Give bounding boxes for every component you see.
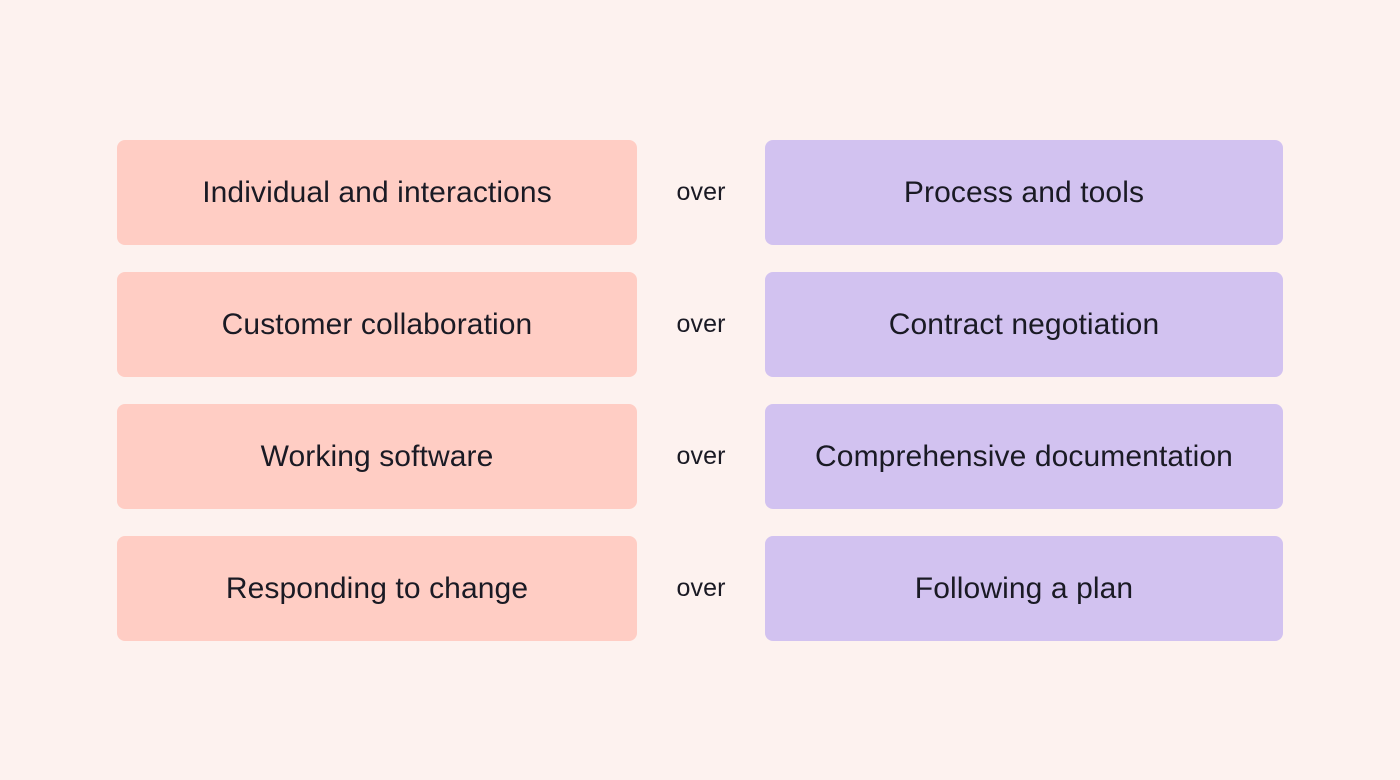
lesser-value-card[interactable]: Comprehensive documentation bbox=[765, 404, 1283, 509]
lesser-value-label: Comprehensive documentation bbox=[815, 439, 1233, 473]
connector-label: over bbox=[676, 178, 726, 206]
lesser-value-card[interactable]: Following a plan bbox=[765, 536, 1283, 641]
connector-cell: over bbox=[637, 536, 765, 641]
agile-values-board: Individual and interactions over Process… bbox=[117, 140, 1283, 641]
value-row: Responding to change over Following a pl… bbox=[117, 536, 1283, 641]
lesser-value-label: Following a plan bbox=[914, 571, 1134, 605]
preferred-value-card[interactable]: Working software bbox=[117, 404, 637, 509]
value-row: Customer collaboration over Contract neg… bbox=[117, 272, 1283, 377]
connector-label: over bbox=[676, 310, 726, 338]
preferred-value-label: Responding to change bbox=[225, 571, 529, 605]
preferred-value-label: Working software bbox=[260, 439, 494, 473]
connector-label: over bbox=[676, 442, 726, 470]
lesser-value-card[interactable]: Contract negotiation bbox=[765, 272, 1283, 377]
connector-cell: over bbox=[637, 404, 765, 509]
connector-label: over bbox=[676, 574, 726, 602]
preferred-value-label: Individual and interactions bbox=[202, 175, 552, 209]
lesser-value-label: Contract negotiation bbox=[888, 307, 1160, 341]
connector-cell: over bbox=[637, 272, 765, 377]
value-row: Working software over Comprehensive docu… bbox=[117, 404, 1283, 509]
preferred-value-label: Customer collaboration bbox=[221, 307, 533, 341]
preferred-value-card[interactable]: Customer collaboration bbox=[117, 272, 637, 377]
lesser-value-card[interactable]: Process and tools bbox=[765, 140, 1283, 245]
value-row: Individual and interactions over Process… bbox=[117, 140, 1283, 245]
connector-cell: over bbox=[637, 140, 765, 245]
preferred-value-card[interactable]: Individual and interactions bbox=[117, 140, 637, 245]
lesser-value-label: Process and tools bbox=[903, 175, 1145, 209]
preferred-value-card[interactable]: Responding to change bbox=[117, 536, 637, 641]
